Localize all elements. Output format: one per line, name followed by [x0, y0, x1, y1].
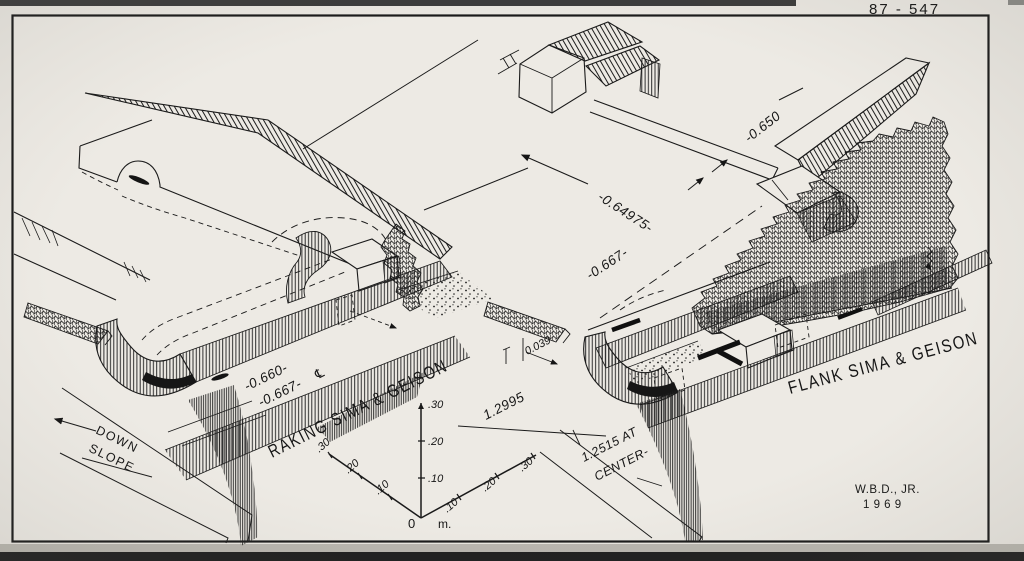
photo-vignette: [0, 0, 1024, 561]
drawing-canvas: 87 - 547 -0.660- ℄ -0.667- RAKING SIMA: [0, 0, 1024, 561]
archival-photo: 87 - 547 -0.660- ℄ -0.667- RAKING SIMA: [0, 0, 1024, 561]
